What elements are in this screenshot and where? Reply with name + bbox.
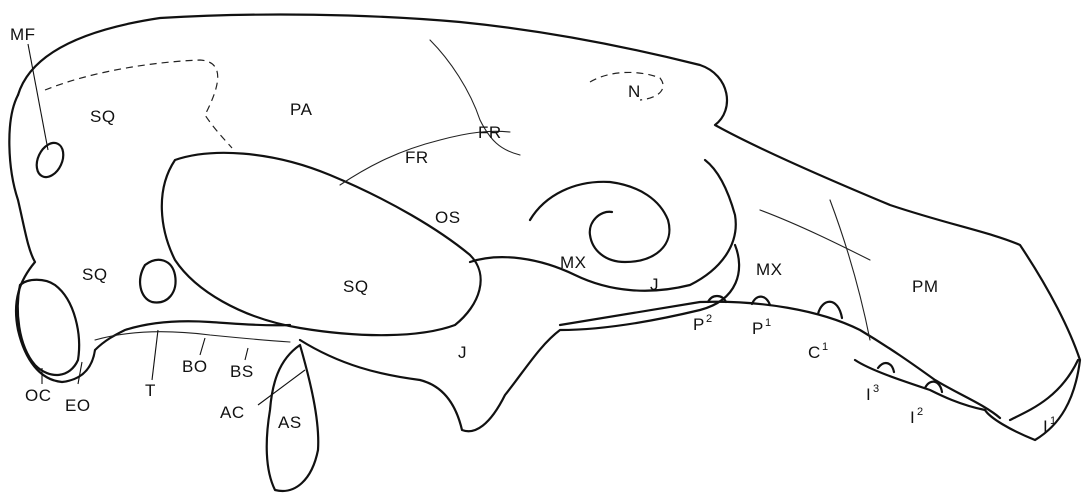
label-i2-sup: 2 — [917, 406, 923, 418]
label-fr-upper: FR — [478, 123, 502, 142]
leader-bo — [200, 338, 205, 355]
label-pm: PM — [912, 277, 939, 296]
label-bo: BO — [182, 357, 208, 376]
label-mx-face: MX — [756, 260, 783, 279]
label-os: OS — [435, 208, 461, 227]
tooth-i3 — [878, 363, 894, 372]
leader-bs — [245, 348, 248, 360]
label-i3: I — [866, 385, 871, 404]
label-sq-arch: SQ — [343, 277, 369, 296]
suture-face — [760, 210, 870, 260]
suture-dashed-upper — [45, 60, 232, 148]
label-fr-lower: FR — [405, 148, 429, 167]
label-oc: OC — [25, 386, 52, 405]
label-p2: P — [693, 315, 705, 334]
suture-dashed-nasal — [590, 72, 663, 100]
label-mf: MF — [10, 25, 36, 44]
label-j-lower: J — [458, 343, 467, 362]
labels: MF SQ PA FR N FR OS SQ SQ MX J MX PM J P… — [10, 25, 1056, 436]
label-i1: I — [1043, 417, 1048, 436]
label-p1-sup: 1 — [765, 317, 771, 329]
label-ac: AC — [220, 403, 245, 422]
tooth-i1 — [1010, 360, 1078, 420]
skull-drawing — [9, 15, 1080, 491]
tympanic-bulla — [140, 260, 175, 303]
leader-lines — [28, 44, 305, 405]
leader-ac — [258, 370, 305, 405]
label-p2-sup: 2 — [706, 313, 712, 325]
label-sq-upper: SQ — [90, 107, 116, 126]
leader-t — [152, 330, 158, 380]
label-sq-lower: SQ — [82, 265, 108, 284]
label-p1: P — [752, 319, 764, 338]
orbit-maxilla — [530, 182, 669, 262]
label-bs: BS — [230, 362, 254, 381]
label-pa: PA — [290, 100, 313, 119]
label-i1-sup: 1 — [1050, 415, 1056, 427]
mastoid-foramen — [32, 139, 69, 182]
occipital-condyle — [18, 280, 79, 375]
label-c1-sup: 1 — [822, 341, 828, 353]
label-t: T — [145, 381, 156, 400]
label-mx-orbit: MX — [560, 253, 587, 272]
leader-eo — [78, 362, 82, 384]
label-j-upper: J — [650, 275, 659, 294]
zygomatic-arch — [162, 153, 481, 335]
leader-mf — [28, 44, 48, 150]
label-i3-sup: 3 — [873, 383, 879, 395]
label-as: AS — [278, 413, 302, 432]
suture-parietal-frontal — [430, 40, 520, 155]
label-c1: C — [808, 343, 821, 362]
tooth-row-outline — [560, 302, 1000, 418]
suture-basioccipital — [95, 332, 290, 342]
label-i2: I — [910, 408, 915, 427]
skull-dorsal-outline — [18, 15, 1080, 440]
label-eo: EO — [65, 396, 91, 415]
label-n: N — [628, 82, 641, 101]
